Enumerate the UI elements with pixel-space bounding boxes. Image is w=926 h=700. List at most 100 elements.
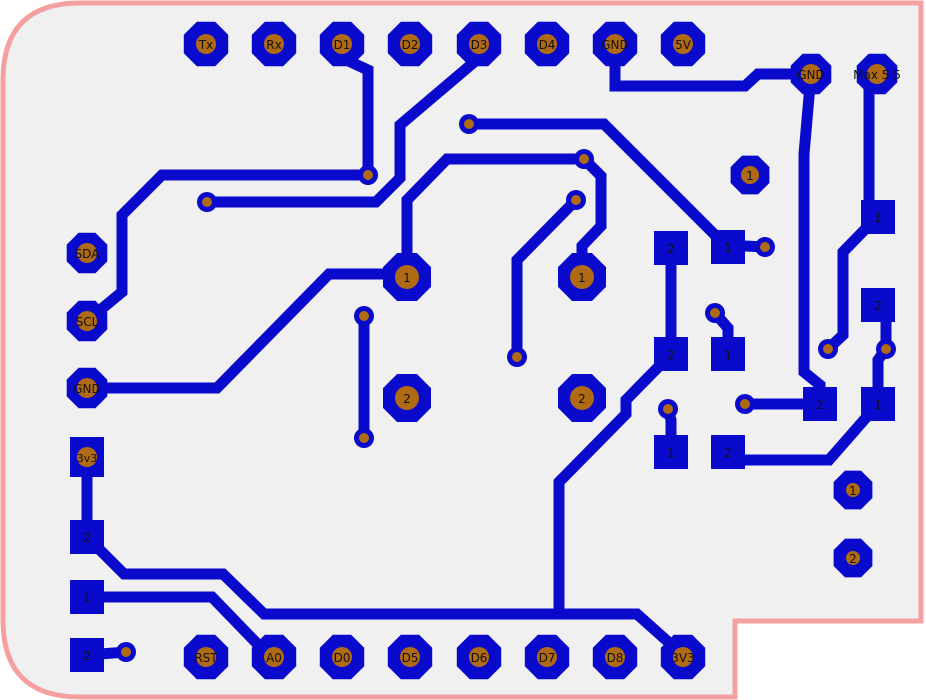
pin-label-bottom: D5 xyxy=(402,651,419,665)
pad-copper xyxy=(70,638,104,672)
pad-number: 2 xyxy=(403,392,411,406)
square-pad xyxy=(861,200,895,234)
pad-copper xyxy=(711,435,745,469)
pad-number: 1 xyxy=(83,591,91,605)
square-pad xyxy=(70,638,104,672)
octagon-pad xyxy=(833,470,873,510)
via xyxy=(658,399,678,419)
octagon-pad xyxy=(558,253,606,301)
pad-label-3v3-left: 3v3 xyxy=(77,452,98,465)
pad-drill xyxy=(537,34,557,54)
via xyxy=(755,237,775,257)
pad-drill xyxy=(332,34,352,54)
via xyxy=(354,306,374,326)
square-pad xyxy=(803,387,837,421)
via-drill xyxy=(760,242,770,252)
square-pad xyxy=(654,337,688,371)
pad-label-scl: SCL xyxy=(76,315,99,329)
pad-number: 2 xyxy=(724,446,732,460)
via xyxy=(735,394,755,414)
pad-copper xyxy=(70,520,104,554)
pad-number: 1 xyxy=(849,484,857,498)
pad-label-sda: SDA xyxy=(75,247,101,261)
octagon-pad xyxy=(387,21,433,67)
vias xyxy=(116,114,896,662)
via xyxy=(358,165,378,185)
octagon-pad xyxy=(856,53,898,95)
pad-number: 2 xyxy=(83,531,91,545)
pad-copper xyxy=(803,387,837,421)
pin-label-bottom: D6 xyxy=(471,651,488,665)
pad-drill xyxy=(395,386,419,410)
pin-label-top: 5V xyxy=(675,38,692,52)
square-pads xyxy=(70,200,895,672)
via-drill xyxy=(823,344,833,354)
via xyxy=(459,114,479,134)
pad-drill xyxy=(673,34,693,54)
octagon-pad xyxy=(387,634,433,680)
via-drill xyxy=(121,647,131,657)
octagon-pad xyxy=(524,634,570,680)
pad-drill xyxy=(570,265,594,289)
trace-loop xyxy=(401,153,590,283)
pin-label-top: D4 xyxy=(539,38,556,52)
via xyxy=(574,149,594,169)
pad-drill xyxy=(196,647,216,667)
trace-a0 xyxy=(81,591,278,665)
pad-number: 2 xyxy=(578,392,586,406)
pad-drill xyxy=(469,34,489,54)
pad-drill xyxy=(605,34,625,54)
via xyxy=(507,347,527,367)
square-pad xyxy=(70,437,104,477)
square-pad xyxy=(711,435,745,469)
pad-drill xyxy=(673,647,693,667)
pad-number: 2 xyxy=(874,299,882,313)
square-pad xyxy=(711,230,745,264)
pad-drill xyxy=(332,647,352,667)
trace-pad1-via xyxy=(820,209,885,357)
octagon-pad xyxy=(66,232,108,274)
octagon-pad xyxy=(183,634,229,680)
pin-label-bottom: A0 xyxy=(266,651,282,665)
via xyxy=(876,339,896,359)
via-drill xyxy=(663,404,673,414)
trace-diag xyxy=(511,192,584,363)
pin-label-top: D3 xyxy=(471,38,488,52)
via-drill xyxy=(571,195,581,205)
pad-drill xyxy=(264,34,284,54)
pad-copper xyxy=(654,231,688,265)
pad-drill xyxy=(846,551,860,565)
via-drill xyxy=(202,197,212,207)
pad-drill xyxy=(77,378,97,398)
square-pad xyxy=(70,580,104,614)
via-drill xyxy=(363,170,373,180)
octagon-pad xyxy=(319,21,365,67)
pin-label-top: Rx xyxy=(266,38,281,52)
via-drill xyxy=(464,119,474,129)
octagon-pad xyxy=(456,21,502,67)
trace-bottom-bus xyxy=(79,529,693,665)
square-pad xyxy=(861,288,895,322)
via-drill xyxy=(881,344,891,354)
pad-drill xyxy=(570,386,594,410)
pad-copper xyxy=(711,230,745,264)
octagon-pad xyxy=(383,253,431,301)
pad-drill xyxy=(77,311,97,331)
pad-drill xyxy=(400,647,420,667)
pad-number: 2 xyxy=(667,242,675,256)
octagon-pad xyxy=(660,634,706,680)
pad-drill xyxy=(801,64,821,84)
trace-gnd-left xyxy=(81,268,413,394)
pad-drill xyxy=(867,64,887,84)
pin-label-bottom: 3V3 xyxy=(671,651,694,665)
octagon-pad xyxy=(592,634,638,680)
octagon-pad xyxy=(558,374,606,422)
pad-copper xyxy=(861,288,895,322)
via xyxy=(116,642,136,662)
via-drill xyxy=(740,399,750,409)
pad-copper xyxy=(711,337,745,371)
pin-label-bottom: D8 xyxy=(607,651,624,665)
square-pad xyxy=(861,387,895,421)
octagon-pad xyxy=(660,21,706,67)
via-drill xyxy=(512,352,522,362)
